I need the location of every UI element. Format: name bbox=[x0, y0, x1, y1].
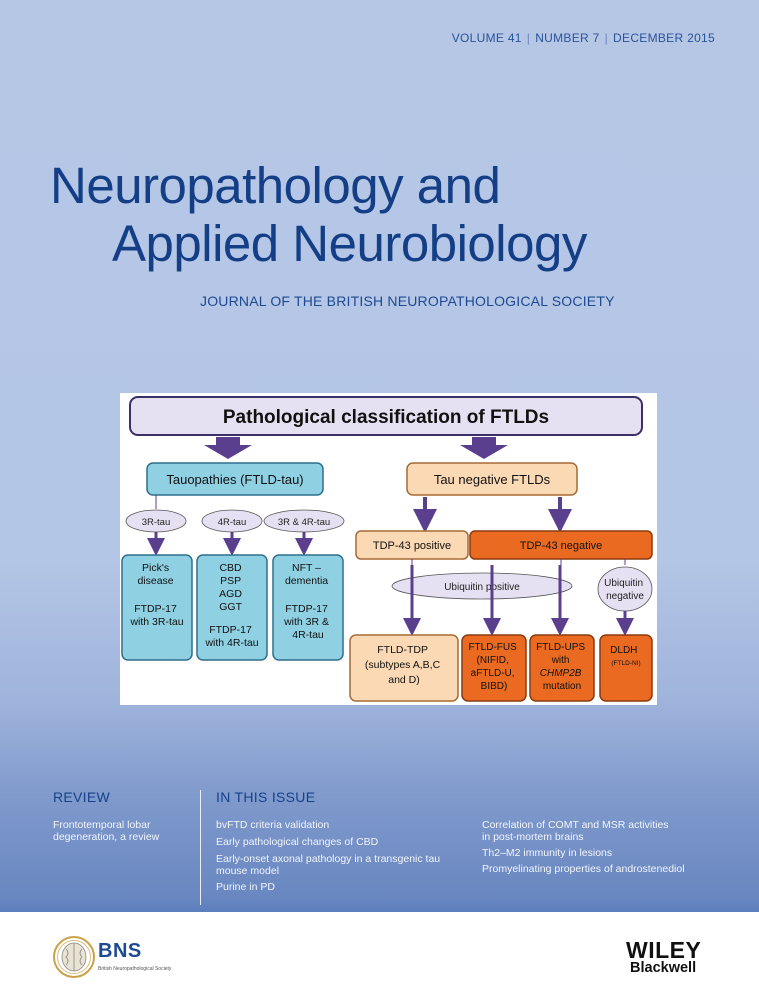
ftld-fus-line: aFTLD-U, bbox=[471, 668, 515, 679]
column-divider bbox=[200, 790, 201, 905]
ubiquitin-positive-oval bbox=[391, 572, 573, 600]
ftld-fus-line: FTLD-FUS bbox=[468, 642, 517, 653]
svg-text:FTLD-UPS with: FTLD-UPS with CHMP2B mutation bbox=[536, 642, 588, 692]
tau-3r-label: 3R-tau bbox=[142, 517, 171, 528]
separator: | bbox=[604, 31, 609, 45]
bns-brain-logo-icon bbox=[53, 936, 95, 978]
picks-line: FTDP-17 bbox=[134, 603, 177, 615]
ubiquitin-positive-label: Ubiquitin positive bbox=[444, 582, 520, 593]
ubiquitin-negative-line: Ubiquitin bbox=[604, 578, 643, 589]
ftld-ups-line: mutation bbox=[543, 681, 581, 692]
ftld-fus-line: BIBD) bbox=[481, 681, 508, 692]
figure-heading: Pathological classification of FTLDs bbox=[223, 407, 549, 428]
ftld-fus-box bbox=[461, 634, 527, 702]
svg-text:Ubiquitin negative: Ubiquitin negative bbox=[604, 578, 646, 602]
picks-box bbox=[121, 554, 193, 661]
ftld-ups-box bbox=[529, 634, 595, 702]
svg-text:Pick's disease: Pick's disease FTDP-17 with 3R-tau bbox=[129, 562, 183, 628]
picks-line: Pick's bbox=[142, 562, 169, 574]
arrow bbox=[204, 437, 252, 459]
issue-item: Correlation of COMT and MSR activities bbox=[482, 819, 669, 831]
cbd-box bbox=[196, 554, 268, 661]
cbd-line: PSP bbox=[220, 575, 241, 587]
issue-heading: IN THIS ISSUE bbox=[216, 789, 316, 805]
title-line-1: Neuropathology and bbox=[50, 157, 501, 214]
tauopathies-label: Tauopathies (FTLD-tau) bbox=[166, 472, 303, 487]
dldh-line: DLDH bbox=[610, 645, 637, 656]
nft-line: NFT – bbox=[292, 562, 321, 574]
nft-line: FTDP-17 bbox=[285, 603, 328, 615]
ftld-ups-line: CHMP2B bbox=[540, 668, 582, 679]
cover-figure: Pathological classification of FTLDs Tau… bbox=[120, 393, 657, 705]
wiley-logo: WILEY bbox=[626, 937, 702, 963]
blackwell-logo: Blackwell bbox=[630, 960, 697, 976]
nft-box bbox=[272, 554, 344, 661]
bns-logo-text: BNS bbox=[98, 940, 142, 962]
volume-label: VOLUME 41 bbox=[451, 31, 522, 45]
nft-line: with 3R & bbox=[283, 616, 329, 628]
ftld-ups-line: with bbox=[551, 655, 570, 666]
ftld-ups-line: FTLD-UPS bbox=[536, 642, 585, 653]
cbd-line: with 4R-tau bbox=[204, 637, 258, 649]
svg-text:CBD PSP AGD: CBD PSP AGD GGT FTDP-17 with 4R-tau bbox=[204, 562, 258, 649]
tau-negative-label: Tau negative FTLDs bbox=[434, 472, 551, 487]
issue-item: in post-mortem brains bbox=[482, 831, 584, 843]
nft-line: 4R-tau bbox=[292, 629, 324, 641]
tau-3r4r-label: 3R & 4R-tau bbox=[278, 517, 330, 528]
tau-4r-label: 4R-tau bbox=[218, 517, 247, 528]
journal-title: Neuropathology and Applied Neurobiology bbox=[50, 157, 750, 273]
dldh-line: (FTLD-NI) bbox=[611, 660, 640, 667]
cbd-line: FTDP-17 bbox=[209, 624, 252, 636]
footer-band bbox=[0, 912, 759, 1000]
figure-heading-box bbox=[129, 396, 643, 436]
date-label: DECEMBER 2015 bbox=[613, 31, 715, 45]
issue-item: Purine in PD bbox=[216, 881, 275, 893]
issue-item: Promyelinating properties of androstened… bbox=[482, 863, 685, 875]
picks-line: with 3R-tau bbox=[129, 616, 183, 628]
cbd-line: CBD bbox=[219, 562, 242, 574]
dldh-box bbox=[599, 634, 653, 702]
svg-text:NFT – dementia: NFT – dementia FTDP-17 with 3R & 4R-tau bbox=[283, 562, 332, 641]
ftld-tdp-line: FTLD-TDP bbox=[377, 644, 428, 656]
svg-text:FTLD-FUS (NIFID,: FTLD-FUS (NIFID, aFTLD-U, BIBD) bbox=[468, 642, 519, 692]
cbd-line: AGD bbox=[219, 588, 242, 600]
svg-text:DLDH (FTLD-NI): DLDH (FTLD-NI) bbox=[610, 640, 642, 667]
issue-item: Early-onset axonal pathology in a transg… bbox=[216, 853, 441, 865]
issue-info: VOLUME 41 | NUMBER 7 | DECEMBER 2015 bbox=[452, 31, 715, 45]
review-heading: REVIEW bbox=[53, 789, 111, 805]
cbd-line: GGT bbox=[219, 601, 242, 613]
tauopathies-box bbox=[146, 462, 324, 496]
nft-line: dementia bbox=[285, 575, 328, 587]
issue-item: Th2–M2 immunity in lesions bbox=[482, 847, 613, 859]
title-line-2: Applied Neurobiology bbox=[112, 215, 587, 272]
issue-item: bvFTD criteria validation bbox=[216, 819, 330, 831]
issue-item: Early pathological changes of CBD bbox=[216, 836, 379, 848]
review-item-line: degeneration, a review bbox=[53, 831, 160, 843]
ftld-fus-line: (NIFID, bbox=[477, 655, 509, 666]
journal-subtitle: JOURNAL OF THE BRITISH NEUROPATHOLOGICAL… bbox=[200, 293, 615, 309]
picks-line: disease bbox=[137, 575, 173, 587]
arrow bbox=[460, 437, 508, 459]
separator: | bbox=[526, 31, 531, 45]
ftld-tdp-line: and D) bbox=[388, 674, 420, 686]
issue-item: mouse model bbox=[216, 865, 280, 877]
ftld-tdp-line: (subtypes A,B,C bbox=[365, 659, 441, 671]
number-label: NUMBER 7 bbox=[535, 31, 600, 45]
tdp-positive-label: TDP-43 positive bbox=[373, 540, 451, 552]
ubiquitin-negative-line: negative bbox=[606, 591, 644, 602]
review-item-line: Frontotemporal lobar bbox=[53, 819, 151, 831]
ubiquitin-negative-oval bbox=[597, 566, 653, 612]
tau-negative-box bbox=[406, 462, 578, 496]
tdp-negative-label: TDP-43 negative bbox=[520, 540, 603, 552]
svg-text:FTLD-TDP (subtypes A,B: FTLD-TDP (subtypes A,B,C and D) bbox=[365, 644, 443, 686]
bns-logo-subtext: British Neuropathological Society bbox=[98, 966, 172, 972]
ftld-tdp-box bbox=[349, 634, 459, 702]
